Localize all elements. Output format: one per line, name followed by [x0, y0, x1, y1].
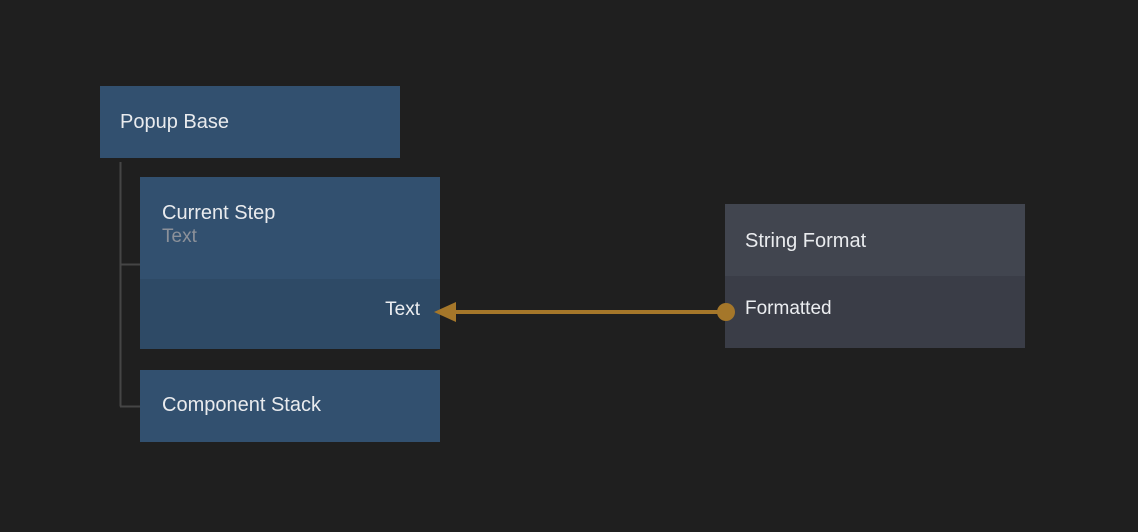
node-string-format-title: String Format [745, 230, 867, 252]
node-current-step-body: Text [140, 279, 440, 349]
port-label-text[interactable]: Text [385, 299, 420, 320]
node-string-format[interactable]: String Format Formatted [725, 204, 1025, 348]
node-popup-base-header: Popup Base [100, 86, 400, 158]
port-label-formatted[interactable]: Formatted [745, 298, 832, 319]
node-string-format-body: Formatted [725, 276, 1025, 348]
node-current-step-title: Current Step [162, 202, 276, 224]
node-component-stack[interactable]: Component Stack [140, 370, 440, 442]
node-string-format-header: String Format [725, 204, 1025, 276]
node-component-stack-title: Component Stack [162, 394, 321, 416]
node-current-step-subtitle: Text [162, 226, 197, 247]
node-component-stack-header: Component Stack [140, 370, 440, 442]
node-popup-base[interactable]: Popup Base [100, 86, 400, 158]
node-popup-base-title: Popup Base [120, 111, 229, 133]
node-current-step-header: Current Step Text [140, 177, 440, 279]
node-current-step[interactable]: Current Step Text Text [140, 177, 440, 349]
